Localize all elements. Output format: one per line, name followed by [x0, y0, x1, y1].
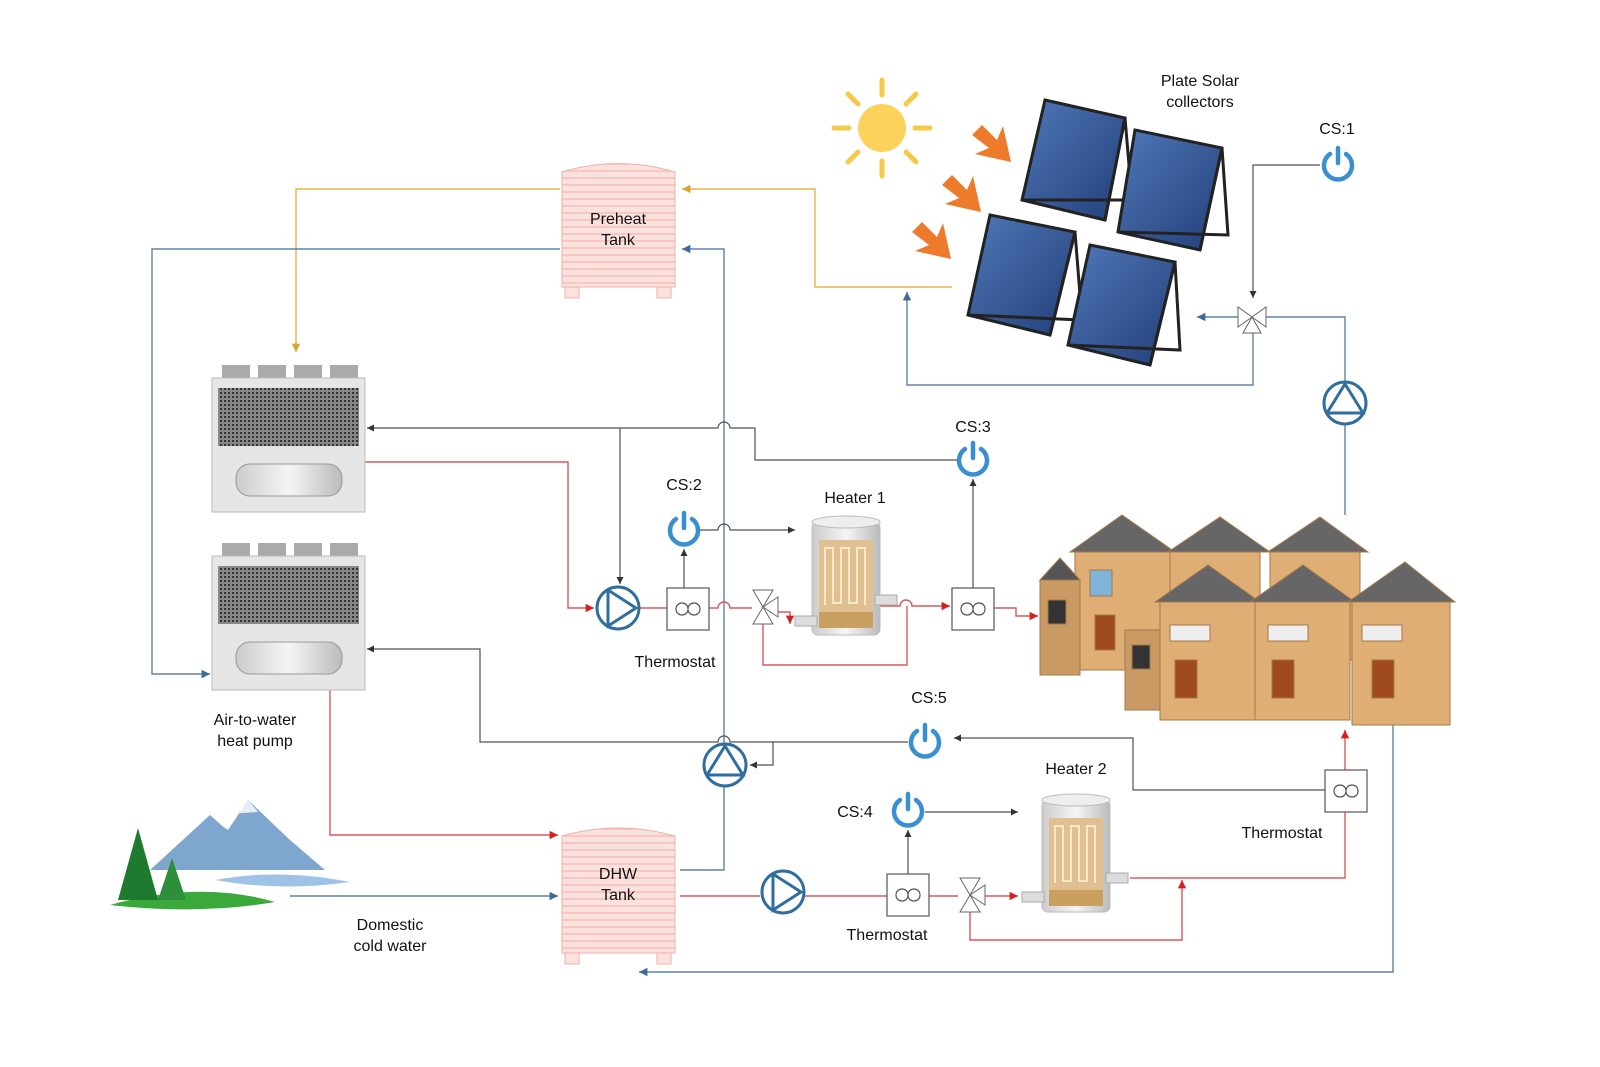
heat-pump-label-1: Air-to-water [214, 712, 297, 729]
cold-loop-pipes [151, 244, 1394, 977]
thermostat-icon [886, 873, 930, 917]
three-way-valve-icon [752, 589, 779, 625]
solar-panel-icon [966, 98, 1230, 367]
sun-icon [831, 77, 933, 179]
thermostat-3-label: Thermostat [1242, 825, 1323, 842]
heater-2-icon [1021, 793, 1129, 913]
power-switch-icon[interactable] [908, 722, 942, 759]
preheat-tank-icon [561, 163, 676, 299]
hot-loop-pipes [329, 461, 1350, 941]
solar-label-2: collectors [1166, 94, 1234, 111]
power-switch-icon[interactable] [1321, 145, 1355, 182]
power-switch-icon[interactable] [956, 440, 990, 477]
heat-pump-label-2: heat pump [217, 733, 293, 750]
cs3-label: CS:3 [955, 419, 991, 436]
three-way-valve-icon [959, 877, 986, 913]
cs4-label: CS:4 [837, 804, 873, 821]
heater-1-label: Heater 1 [824, 490, 885, 507]
three-way-valve-icon [1237, 306, 1267, 334]
cold-water-label-1: Domestic [357, 917, 424, 934]
heat-pump-icon [211, 365, 366, 513]
thermostat-icon [666, 587, 710, 631]
cs1-label: CS:1 [1319, 121, 1355, 138]
pump-icon [760, 869, 806, 915]
mountain-icon [110, 800, 350, 910]
pump-icon [1322, 380, 1368, 426]
dhw-label-2: Tank [601, 887, 636, 904]
heater-2-label: Heater 2 [1045, 761, 1106, 778]
thermostat-icon [1324, 769, 1368, 813]
cs5-label: CS:5 [911, 690, 947, 707]
solar-loop-pipes [291, 184, 952, 352]
thermostat-icon [951, 587, 995, 631]
control-lines [367, 164, 1325, 874]
pump-icon [595, 585, 641, 631]
cold-water-label-2: cold water [354, 938, 428, 955]
dhw-label-1: DHW [599, 866, 638, 883]
heat-pump-icon [211, 543, 366, 691]
power-switch-icon[interactable] [891, 791, 925, 828]
solar-label-1: Plate Solar [1161, 73, 1240, 90]
cs2-label: CS:2 [666, 477, 702, 494]
thermostat-2-label: Thermostat [847, 927, 928, 944]
preheat-label-1: Preheat [590, 211, 647, 228]
preheat-label-2: Tank [601, 232, 636, 249]
sunlight-arrows [912, 125, 1011, 259]
dhw-tank-icon [561, 827, 676, 965]
thermostat-1-label: Thermostat [635, 654, 716, 671]
pump-icon [702, 742, 748, 788]
heater-1-icon [794, 515, 898, 636]
house-icon [1038, 514, 1457, 726]
power-switch-icon[interactable] [667, 510, 701, 547]
